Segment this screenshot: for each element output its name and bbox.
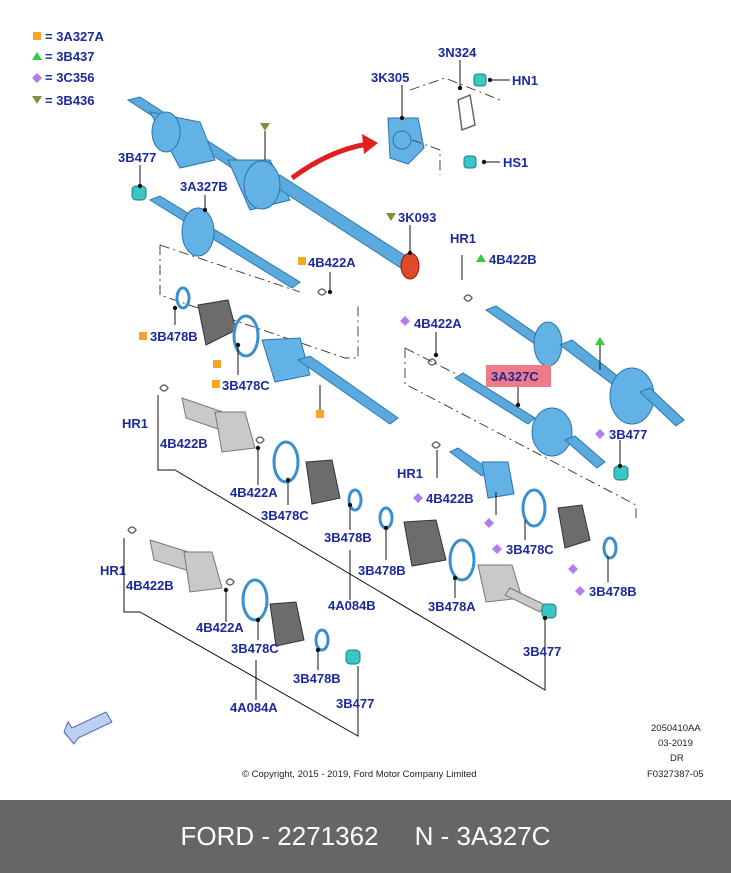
label-3b478b-a: 3B478B <box>150 329 198 344</box>
exploded-parts-diagram: = 3A327A = 3B437 = 3C356 = 3B436 <box>32 29 685 745</box>
marker-3b478c-square <box>213 360 221 368</box>
label-3b477-a: 3B477 <box>118 150 156 165</box>
red-arrowhead <box>362 134 378 154</box>
label-3b478b-e: 3B478B <box>293 671 341 686</box>
marker-3k093-triangle <box>386 213 396 221</box>
footer-part-info: FORD - 2271362 N - 3A327C <box>180 821 551 851</box>
label-4b422a-a: 4B422A <box>308 255 356 270</box>
copyright-text: © Copyright, 2015 - 2019, Ford Motor Com… <box>242 769 477 780</box>
marker-diamond-a <box>484 518 494 528</box>
label-hr1-c: HR1 <box>397 466 423 481</box>
view-direction-arrow-icon <box>63 711 113 745</box>
drawing-dr: DR <box>670 753 684 764</box>
footer-bar: FORD - 2271362 N - 3A327C <box>0 800 731 873</box>
label-4b422a-d: 4B422A <box>196 620 244 635</box>
legend: = 3A327A = 3B437 = 3C356 = 3B436 <box>32 29 105 108</box>
seal-3k093 <box>400 252 420 280</box>
bolt-3b477-upper <box>131 185 147 201</box>
highlight-3a327c <box>486 365 551 387</box>
label-4a084b: 4A084B <box>328 598 376 613</box>
legend-diamond-symbol <box>32 73 42 83</box>
label-3b478b-d: 3B478B <box>589 584 637 599</box>
label-3k093: 3K093 <box>398 210 436 225</box>
label-3b478b-b: 3B478B <box>324 530 372 545</box>
legend-triangle-down-symbol <box>32 96 42 104</box>
label-4b422a-b: 4B422A <box>414 316 462 331</box>
label-4b422b-d: 4B422B <box>126 578 174 593</box>
marker-3b437-triangle <box>595 337 605 345</box>
label-3n324: 3N324 <box>438 45 477 60</box>
marker-3b477-diamond <box>595 429 605 439</box>
knuckle-3k305 <box>387 117 425 165</box>
label-3a327b: 3A327B <box>180 179 228 194</box>
label-3b478a: 3B478A <box>428 599 476 614</box>
label-4a084a: 4A084A <box>230 700 278 715</box>
figure-number: F0327387-05 <box>647 769 704 780</box>
legend-triangle-up-symbol <box>32 52 42 60</box>
legend-item-3: = 3C356 <box>45 70 95 85</box>
hn1-nut <box>473 73 487 87</box>
label-3b477-c: 3B477 <box>523 644 561 659</box>
marker-4b422a-square <box>298 257 306 265</box>
label-3b478c-d: 3B478C <box>231 641 279 656</box>
label-3b478b-c: 3B478B <box>358 563 406 578</box>
label-3b478c-b: 3B478C <box>261 508 309 523</box>
marker-4b422a-diamond <box>400 316 410 326</box>
bolt-3b477-lower <box>345 649 361 665</box>
marker-diamond-c <box>568 564 578 574</box>
red-pointer-arrow <box>290 141 369 181</box>
hs1-bolt <box>463 155 477 169</box>
label-3b478c-c: 3B478C <box>506 542 554 557</box>
label-3b477-d: 3B477 <box>336 696 374 711</box>
marker-diamond-e <box>413 493 423 503</box>
marker-4b422b-triangle <box>476 254 486 262</box>
marker-diamond-d <box>575 586 585 596</box>
drawing-code: 2050410AA <box>651 723 701 734</box>
drawing-date: 03-2019 <box>658 738 693 749</box>
label-3b477-b: 3B477 <box>609 427 647 442</box>
label-hr1-d: HR1 <box>100 563 126 578</box>
marker-shaft-square <box>316 410 324 418</box>
label-4b422b-a: 4B422B <box>489 252 537 267</box>
legend-item-2: = 3B437 <box>45 49 95 64</box>
label-4b422b-c: 4B422B <box>426 491 474 506</box>
marker-3b436-triangle <box>260 123 270 131</box>
label-hr1-b: HR1 <box>122 416 148 431</box>
marker-3b478b-square-a <box>139 332 147 340</box>
marker-diamond-b <box>492 544 502 554</box>
label-3b478c-a: 3B478C <box>222 378 270 393</box>
marker-3b478c-square-b <box>212 380 220 388</box>
label-4b422b-b: 4B422B <box>160 436 208 451</box>
label-3a327c: 3A327C <box>491 369 539 384</box>
label-3k305: 3K305 <box>371 70 409 85</box>
bolt-3b477-right <box>613 465 629 481</box>
label-hr1-a: HR1 <box>450 231 476 246</box>
label-hn1: HN1 <box>512 73 538 88</box>
legend-square-symbol <box>33 32 41 40</box>
legend-item-1: = 3A327A <box>45 29 105 44</box>
bolt-3b477-middle <box>541 603 557 619</box>
label-4b422a-c: 4B422A <box>230 485 278 500</box>
driveshaft-assembly-upper <box>126 96 416 271</box>
legend-item-4: = 3B436 <box>45 93 95 108</box>
label-hs1: HS1 <box>503 155 528 170</box>
